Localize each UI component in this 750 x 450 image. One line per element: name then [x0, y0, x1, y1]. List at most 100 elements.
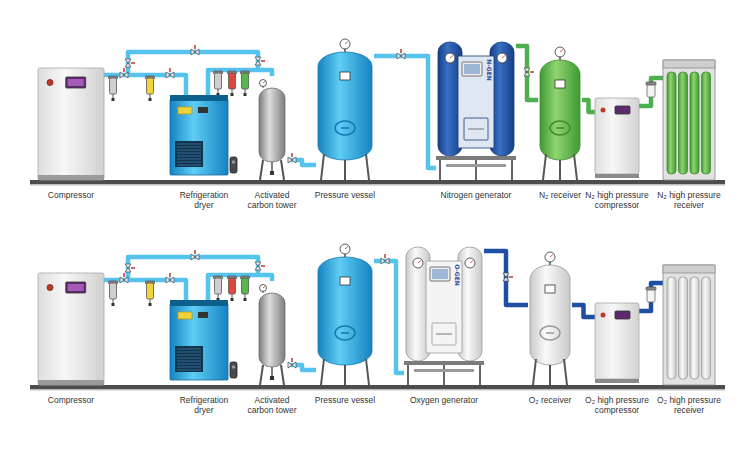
- gas-cylinder: [667, 72, 676, 174]
- compressor-cabinet: [38, 273, 104, 385]
- floor-bar: [30, 180, 725, 184]
- valve: [120, 72, 128, 78]
- frame-leg: [479, 365, 481, 385]
- equipment: Pressure vessel: [316, 243, 374, 385]
- valve: [524, 68, 530, 76]
- equipment: N₂ high pressure compressor: [595, 98, 639, 178]
- valve: [120, 277, 128, 283]
- valve-handle: [194, 45, 196, 49]
- filter-drain: [245, 89, 246, 93]
- booster-cabinet: [595, 98, 639, 174]
- grille-slat: [177, 361, 201, 362]
- equipment: Refrigeration dryer: [170, 300, 238, 380]
- gauge-needle: [550, 255, 553, 258]
- display-screen: [68, 79, 84, 86]
- pressure-gauge: [340, 244, 350, 254]
- frame-leg: [407, 365, 409, 385]
- gas-pipe: [374, 261, 404, 373]
- valve-handle: [291, 358, 293, 362]
- grille-slat: [177, 370, 201, 371]
- equipment: O₂ receiver: [528, 251, 572, 385]
- tank-leg: [366, 359, 369, 385]
- valve-handle: [530, 71, 534, 73]
- drain-pipe: [271, 162, 273, 172]
- gauge-needle: [470, 261, 473, 264]
- valve: [397, 53, 405, 59]
- display-screen: [464, 64, 480, 74]
- stop-button: [601, 313, 606, 318]
- gas-cylinder: [679, 72, 688, 174]
- drain-valve: [149, 303, 152, 306]
- manhole: [335, 326, 355, 340]
- equipment-label: Refrigeration dryer: [173, 191, 235, 211]
- filter-bowl: [215, 73, 222, 89]
- valve-line: [468, 129, 484, 130]
- tower-leg: [260, 365, 263, 385]
- gas-cylinder: [690, 72, 699, 174]
- tank-leg: [321, 359, 324, 385]
- name-plate: [545, 285, 555, 293]
- equipment-illustration: [316, 38, 374, 180]
- gas-pipe: [484, 251, 528, 305]
- tank-leg: [321, 154, 324, 180]
- equipment-label: Pressure vessel: [305, 191, 385, 201]
- valve-block: [464, 118, 488, 140]
- equipment-label: Activated carbon tower: [241, 396, 303, 416]
- drain-valve: [270, 376, 274, 380]
- valve-handle: [194, 250, 196, 254]
- valve: [255, 57, 261, 65]
- carbon-tower-body: [259, 88, 285, 162]
- gauge-needle: [418, 261, 421, 264]
- tank-body: [540, 60, 580, 160]
- gas-cylinder: [667, 277, 676, 379]
- equipment-illustration: [170, 300, 238, 380]
- filter-drain: [245, 294, 246, 298]
- valve: [166, 72, 174, 78]
- filter-head: [646, 287, 656, 290]
- manhole: [540, 326, 560, 340]
- valve-handle: [131, 62, 135, 64]
- cylinder-rack: [663, 265, 715, 385]
- filter-bowl: [110, 283, 117, 299]
- tower-leg: [281, 365, 284, 385]
- equipment: N₂ receiver: [538, 46, 582, 180]
- manhole-handle: [556, 127, 564, 129]
- valve: [125, 59, 131, 67]
- filter-head: [646, 82, 656, 85]
- rack-top-bar: [663, 265, 715, 273]
- drain-unit: [230, 362, 237, 378]
- manifold: [414, 369, 474, 372]
- gas-pipe: [582, 100, 595, 112]
- filter-bowl: [147, 78, 154, 94]
- tank-leg: [549, 365, 551, 385]
- display-screen: [432, 269, 448, 279]
- base-frame: [404, 361, 484, 365]
- drain-valve: [112, 98, 115, 101]
- equipment-illustration: [256, 281, 288, 385]
- frame-leg: [475, 160, 477, 180]
- gauge-needle: [263, 286, 265, 288]
- valve: [166, 277, 174, 283]
- generator-mark: O-GEN: [454, 264, 461, 286]
- valve-handle: [169, 273, 171, 277]
- grille-slat: [177, 162, 201, 163]
- gauge-needle: [560, 50, 563, 53]
- gauge-needle: [345, 247, 348, 250]
- equipment: O₂ high pressure receiver: [663, 265, 715, 385]
- drain-valve: [232, 160, 236, 164]
- equipment-illustration: [663, 60, 715, 180]
- gas-cylinder: [679, 277, 688, 379]
- tank-body: [318, 257, 372, 365]
- tank-leg: [543, 154, 546, 180]
- panel-display: [430, 267, 450, 281]
- valve-handle: [384, 254, 386, 258]
- valve-handle: [169, 68, 171, 72]
- tank-leg: [344, 160, 346, 180]
- valve: [255, 262, 261, 270]
- equipment: Activated carbon tower: [256, 76, 288, 180]
- equipment: N₂ high pressure receiver: [663, 60, 715, 180]
- frame-leg: [439, 160, 441, 180]
- grille-slat: [177, 355, 201, 356]
- carbon-tower-body: [259, 293, 285, 367]
- pressure-gauge: [465, 258, 475, 268]
